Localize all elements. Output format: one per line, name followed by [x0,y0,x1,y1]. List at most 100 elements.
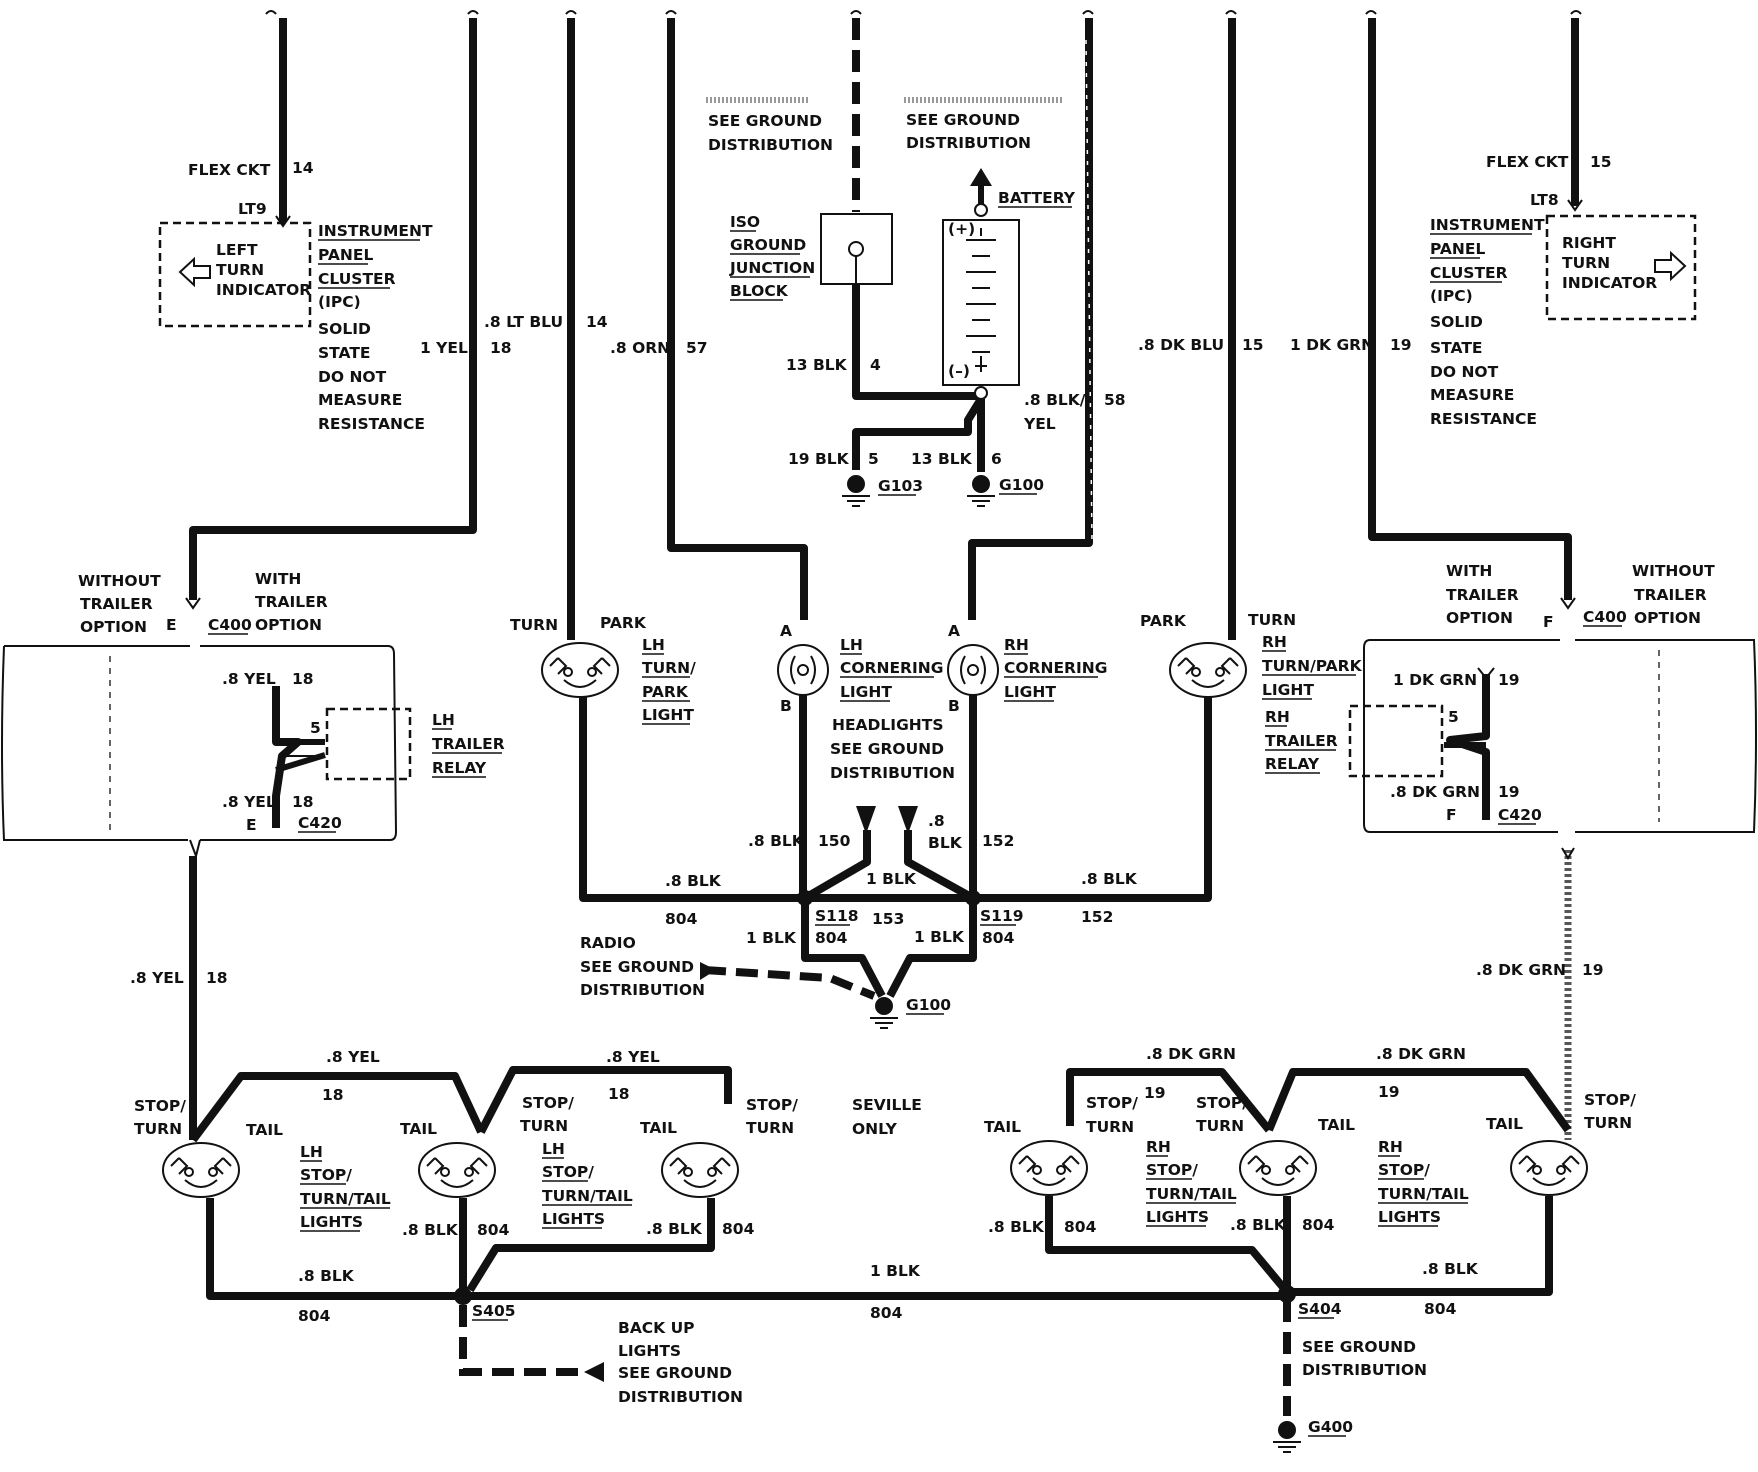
lh-stop-turn-tail-light-1 [162,1142,240,1198]
battery-label: BATTERY [998,189,1076,207]
iso-l2: GROUND [730,236,806,254]
rh-relay-w-bot: .8 DK GRN [1390,783,1480,801]
rh-relay-n-top: 19 [1498,671,1520,689]
flex-ckt-right-num: 15 [1590,153,1612,171]
wire-rh-park-ground [973,697,1212,902]
lh-turn-park-title-2: TURN/ [642,659,696,677]
with-trailer-l2-left: TRAILER [255,593,328,611]
left-turn-indicator-box [158,221,312,328]
s119-num: 804 [982,929,1015,947]
with-trailer-l2-right: TRAILER [1446,586,1519,604]
ipc-right-l3: CLUSTER [1430,264,1508,282]
rl-g3: .8 BLK [646,1220,703,1238]
left-turn-indicator-l3: INDICATOR [216,281,311,299]
rear-left-n18: 18 [206,969,228,987]
g103-label: G103 [878,477,923,495]
wire-flex-ckt-15 [1567,18,1583,212]
flex-ckt-left-label: FLEX CKT [188,161,271,179]
rl-tail-2: TAIL [400,1120,437,1138]
rl-title1-l1: LH [300,1143,323,1161]
rear-left-top2n: 18 [608,1085,630,1103]
lt9-label: LT9 [238,200,267,218]
wire-blk-yel-58 [968,18,1093,620]
radio-l3: DISTRIBUTION [580,981,705,999]
lh-turn-park-title-4: LIGHT [642,706,694,724]
s405-label: S405 [472,1302,516,1320]
right-turn-indicator-l1: RIGHT [1562,234,1616,252]
conn-e-bot: E [246,816,257,834]
w4-label: 13 BLK [786,356,848,374]
rh-stop-turn-tail-light-2 [1239,1140,1317,1196]
ground-dist-3-l1: SEE GROUND [1302,1338,1416,1356]
rr-title1-l3: TURN/TAIL [1146,1185,1237,1203]
wire-blk-4 [852,284,979,400]
wire-rh-ground-1 [1045,1196,1291,1295]
splice-s404 [1278,1285,1296,1303]
rr-stop-turn-1b: TURN [1086,1118,1134,1136]
rr-tail-3: TAIL [1486,1115,1523,1133]
rl-tail-1: TAIL [246,1121,283,1139]
rr-stop-turn-3b: TURN [1584,1114,1632,1132]
rl-title1-l4: LIGHTS [300,1213,363,1231]
lh-stop-turn-tail-light-3 [661,1142,739,1198]
rr-stop-turn-1a: STOP/ [1086,1094,1138,1112]
wire-flex-ckt-14 [275,18,291,228]
rr-g1: .8 BLK [988,1218,1045,1236]
rh-relay-w-top: 1 DK GRN [1393,671,1477,689]
ground-dist-3-l2: DISTRIBUTION [1302,1361,1427,1379]
rr-g2n: 804 [1302,1216,1335,1234]
lh-relay-pin: 5 [310,719,321,737]
ipc-right-l7: DO NOT [1430,363,1499,381]
wr152-label: .8 BLK [1081,870,1138,888]
wg2-label: 1 BLK [914,928,965,946]
ipc-right-l4: (IPC) [1430,287,1473,305]
rh-front-turn: TURN [1248,611,1296,629]
lh-turn-park-title-3: PARK [642,683,689,701]
seville-l1: SEVILLE [852,1096,922,1114]
w18-label: 1 YEL [420,339,468,357]
ipc-right-l6: STATE [1430,339,1483,357]
lh-relay-title-3: RELAY [432,759,487,777]
lh-relay-title-2: TRAILER [432,735,505,753]
lh-relay-w-bot: .8 YEL [222,793,276,811]
wire-front-ground-g100 [801,898,977,998]
iso-l3: JUNCTION [729,259,815,277]
without-trailer-l3-right: OPTION [1634,609,1701,627]
lh-corner-title-2: CORNERING [840,659,943,677]
conn-f-top: F [1543,613,1554,631]
rr-g3: .8 BLK [1422,1260,1479,1278]
wl804-label: .8 BLK [665,872,722,890]
battery-neg: (–) [948,362,970,380]
rh-corner-a: A [948,622,960,640]
radio-l1: RADIO [580,934,636,952]
w19-num: 19 [1390,336,1412,354]
rr-tail-2: TAIL [1318,1116,1355,1134]
w6-label: 13 BLK [911,450,973,468]
ipc-right-l5: SOLID [1430,313,1483,331]
rr-title1-l1: RH [1146,1138,1171,1156]
rh-turn-park-title-3: LIGHT [1262,681,1314,699]
backup-l2: LIGHTS [618,1342,681,1360]
iso-l1: ISO [730,213,760,231]
conn-e-top: E [166,616,177,634]
ground-dist-2-l2: DISTRIBUTION [906,134,1031,152]
rr-tail-1: TAIL [984,1118,1021,1136]
rl-title2-l2: STOP/ [542,1163,594,1181]
w5-num: 5 [868,450,879,468]
without-trailer-l3-left: OPTION [80,618,147,636]
ipc-left-l6: STATE [318,344,371,362]
battery-pos: (+) [948,220,975,238]
rh-relay-pin: 5 [1448,708,1459,726]
s118-label: S118 [815,907,859,925]
center-804: 804 [870,1304,903,1322]
rear-left-top1n: 18 [322,1086,344,1104]
wire-rh-grn-top1 [1066,1068,1273,1133]
rl-g1: .8 BLK [298,1267,355,1285]
c420-left: C420 [298,814,342,832]
w4-num: 4 [870,356,881,374]
without-trailer-l1-left: WITHOUT [78,572,161,590]
w8blk-1: .8 [928,812,945,830]
rr-g1n: 804 [1064,1218,1097,1236]
wire-break-marks [265,10,1582,15]
